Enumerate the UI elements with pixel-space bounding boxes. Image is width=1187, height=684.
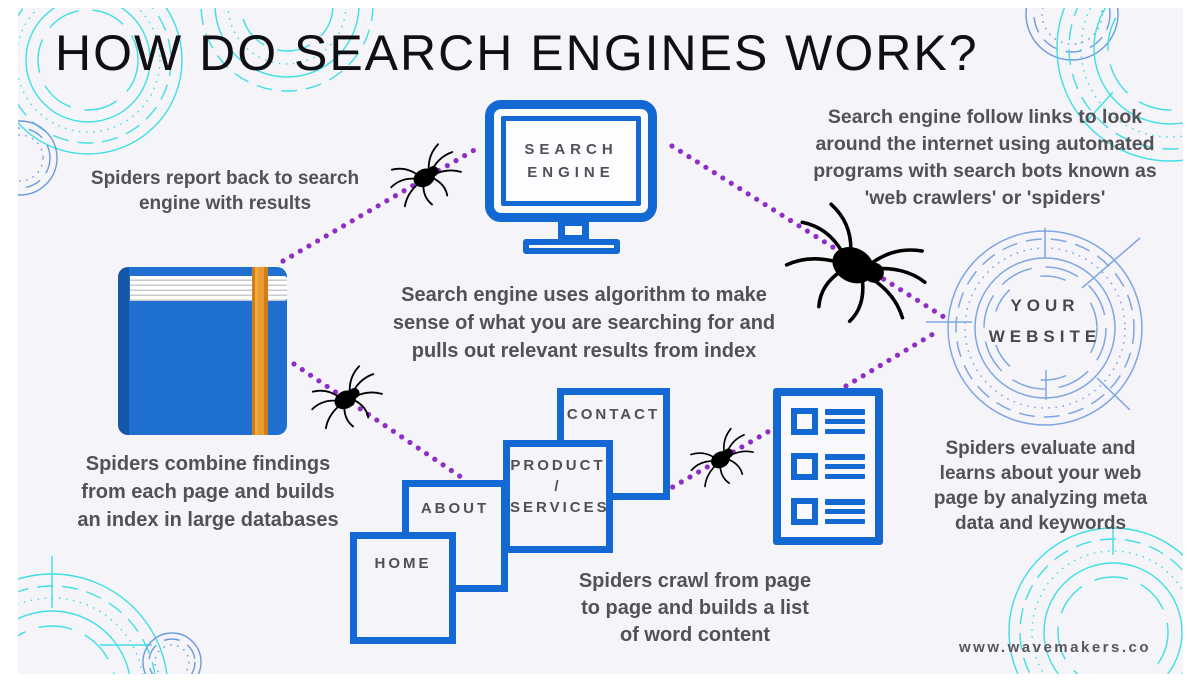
- document-row: [791, 408, 865, 435]
- book-strap: [252, 267, 268, 435]
- document-row: [791, 453, 865, 480]
- index-book-icon: [118, 267, 287, 435]
- checkbox-icon: [791, 498, 818, 525]
- caption-algorithm: Search engine uses algorithm to make sen…: [392, 284, 776, 362]
- page-square-home: HOME: [350, 532, 456, 644]
- page-label: CONTACT: [566, 406, 661, 423]
- search-engine-label-line: ENGINE: [527, 164, 615, 181]
- page-square-product-services: PRODUCT / SERVICES: [503, 440, 613, 553]
- your-website-line: YOUR: [1010, 296, 1080, 315]
- page-label: HOME: [374, 555, 432, 572]
- caption-combine-findings: Spiders combine findings from each page …: [77, 453, 339, 531]
- caption-report-back: Spiders report back to search engine wit…: [90, 168, 360, 214]
- caption-follow-links: Search engine follow links to look aroun…: [813, 106, 1157, 209]
- page-label: ABOUT: [420, 500, 490, 517]
- letterbox-right: [1183, 0, 1187, 684]
- page-label: PRODUCT: [510, 457, 606, 474]
- your-website-label: YOUR WEBSITE: [965, 290, 1125, 352]
- page-title: HOW DO SEARCH ENGINES WORK?: [55, 25, 979, 81]
- document-row: [791, 498, 865, 525]
- search-engine-screen: SEARCH ENGINE: [501, 116, 641, 206]
- letterbox-top: [0, 0, 1187, 8]
- caption-crawl-pages: Spiders crawl from page to page and buil…: [578, 570, 812, 646]
- search-engine-monitor-icon: SEARCH ENGINE: [485, 100, 657, 222]
- meta-data-document-icon: [773, 388, 883, 545]
- caption-evaluate: Spiders evaluate and learns about your w…: [933, 438, 1148, 534]
- page-label: /: [554, 478, 562, 495]
- search-engine-label-line: SEARCH: [524, 141, 618, 158]
- monitor-stand-base: [523, 239, 620, 254]
- monitor-stand-neck: [558, 219, 589, 242]
- page-label: SERVICES: [510, 499, 610, 516]
- checkbox-icon: [791, 408, 818, 435]
- checkbox-icon: [791, 453, 818, 480]
- letterbox-left: [0, 0, 18, 684]
- footer-website-url: www.wavemakers.co: [958, 639, 1152, 656]
- your-website-line: WEBSITE: [988, 327, 1102, 346]
- letterbox-bottom: [0, 674, 1187, 684]
